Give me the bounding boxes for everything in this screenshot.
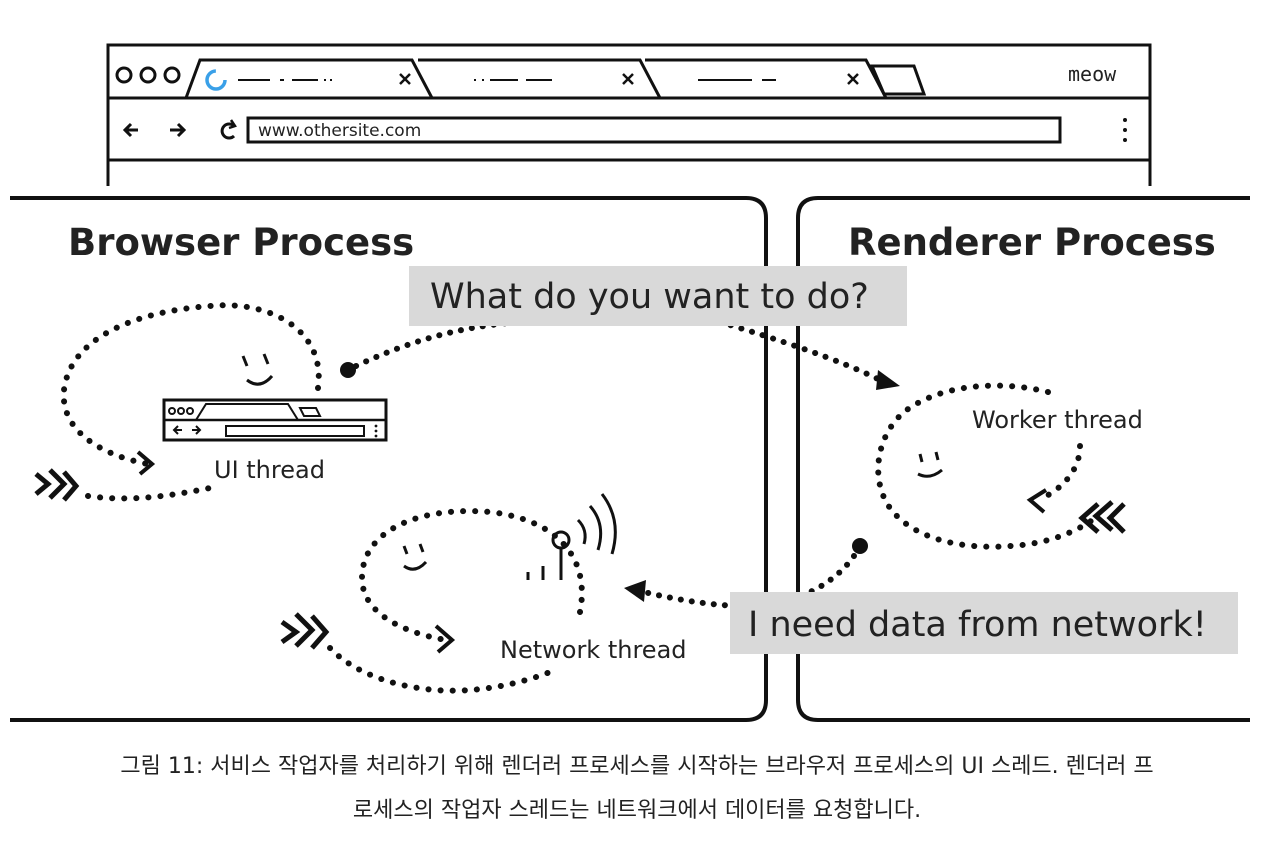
figure-caption: 그림 11: 서비스 작업자를 처리하기 위해 렌더러 프로세스를 시작하는 브…	[0, 745, 1274, 833]
smiley-face-icon	[917, 451, 943, 478]
smiley-face-icon	[402, 543, 428, 571]
question-arrow	[340, 319, 900, 390]
browser-window: meow www.othersite.com	[106, 43, 1152, 186]
smiley-face-icon	[241, 353, 274, 386]
loading-icon	[205, 69, 227, 91]
caption-line-2: 로세스의 작업자 스레드는 네트워크에서 데이터를 요청합니다.	[352, 798, 922, 823]
url-text: www.othersite.com	[258, 121, 421, 141]
reload-icon[interactable]	[220, 119, 237, 140]
tab-1[interactable]	[184, 58, 434, 99]
caption-line-1: 그림 11: 서비스 작업자를 처리하기 위해 렌더러 프로세스를 시작하는 브…	[120, 754, 1154, 779]
motion-lines-icon	[34, 468, 80, 502]
close-icon[interactable]	[622, 73, 634, 85]
browser-process-panel: Browser Process	[10, 196, 768, 722]
request-bubble: I need data from network!	[730, 592, 1238, 654]
question-text: What do you want to do?	[430, 277, 869, 317]
question-bubble: What do you want to do?	[409, 266, 907, 326]
menu-kebab-icon[interactable]	[1123, 118, 1127, 142]
ui-thread-label: UI thread	[214, 456, 325, 484]
back-arrow-icon[interactable]	[122, 122, 138, 138]
mini-browser-icon	[162, 398, 388, 442]
tab-3[interactable]	[645, 58, 888, 99]
renderer-process-title: Renderer Process	[848, 221, 1216, 264]
close-icon[interactable]	[399, 73, 411, 85]
forward-arrow-icon[interactable]	[170, 122, 187, 138]
antenna-icon	[526, 493, 617, 580]
tab-2[interactable]	[418, 58, 662, 99]
new-tab-button[interactable]	[869, 64, 927, 96]
address-bar[interactable]: www.othersite.com	[246, 116, 1062, 144]
motion-lines-icon	[280, 612, 330, 650]
renderer-process-panel: Renderer Process	[796, 196, 1250, 722]
browser-corner-label: meow	[1068, 62, 1117, 86]
worker-thread-character: Worker thread	[875, 382, 1143, 550]
network-thread-character: Network thread	[280, 493, 687, 694]
request-text: I need data from network!	[748, 605, 1207, 645]
browser-process-title: Browser Process	[68, 221, 414, 264]
network-thread-label: Network thread	[500, 636, 687, 664]
close-icon[interactable]	[847, 73, 859, 85]
worker-thread-label: Worker thread	[972, 406, 1143, 434]
window-controls-icon[interactable]	[115, 66, 181, 84]
motion-lines-icon	[1078, 500, 1126, 534]
request-arrow	[624, 538, 868, 609]
ui-thread-character: UI thread	[34, 302, 388, 502]
